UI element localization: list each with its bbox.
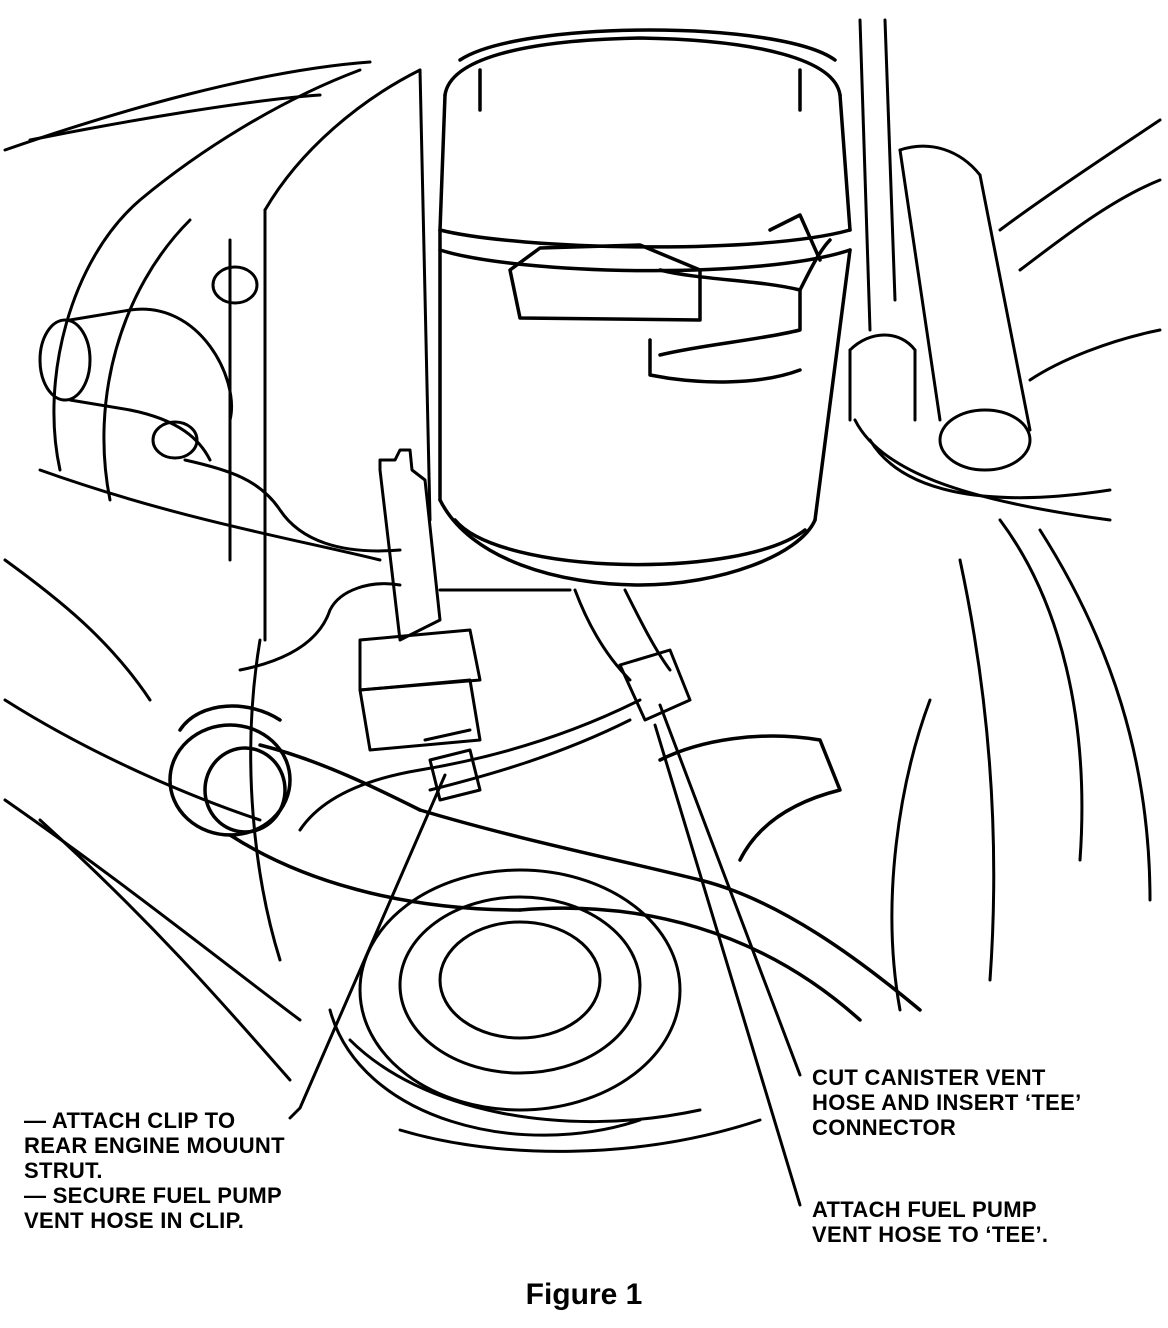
callout-tee-cut-line-1: CUT CANISTER VENT [812, 1065, 1046, 1090]
callout-tee-attach-line-2: VENT HOSE TO ‘TEE’. [812, 1222, 1049, 1247]
right-hoses [848, 144, 1112, 522]
callout-clip-line-1: — ATTACH CLIP TO [24, 1108, 236, 1133]
callout-cut-vent-hose: CUT CANISTER VENT HOSE AND INSERT ‘TEE’ … [812, 1065, 1082, 1140]
pulley-wheel [328, 868, 682, 1137]
callout-clip-line-5: VENT HOSE IN CLIP. [24, 1208, 245, 1233]
canister-vent-hose [573, 588, 692, 722]
callout-tee-cut-line-2: HOSE AND INSERT ‘TEE’ [812, 1090, 1082, 1115]
wiring-harness [183, 448, 572, 752]
engine-mount-strut [168, 704, 922, 1022]
fuel-pump-vent-hose [298, 698, 642, 832]
left-bellows-pipe [38, 265, 259, 462]
callout-tee-attach-line-1: ATTACH FUEL PUMP [812, 1197, 1037, 1222]
leader-lines [288, 703, 802, 1207]
callout-attach-clip: — ATTACH CLIP TO REAR ENGINE MOUUNT STRU… [24, 1108, 285, 1233]
figure-caption: Figure 1 [525, 1278, 643, 1311]
charcoal-canister [438, 28, 852, 587]
leader-tee-attach [653, 723, 802, 1207]
leader-tee-cut [658, 703, 802, 1077]
callout-clip-line-3: STRUT. [24, 1158, 103, 1183]
background-contours [3, 18, 1162, 1153]
callout-attach-to-tee: ATTACH FUEL PUMP VENT HOSE TO ‘TEE’. [812, 1197, 1048, 1247]
callout-tee-cut-line-3: CONNECTOR [812, 1115, 957, 1140]
leader-clip [288, 773, 447, 1120]
callout-clip-line-4: — SECURE FUEL PUMP [24, 1183, 283, 1208]
callout-clip-line-2: REAR ENGINE MOUUNT [24, 1133, 285, 1158]
